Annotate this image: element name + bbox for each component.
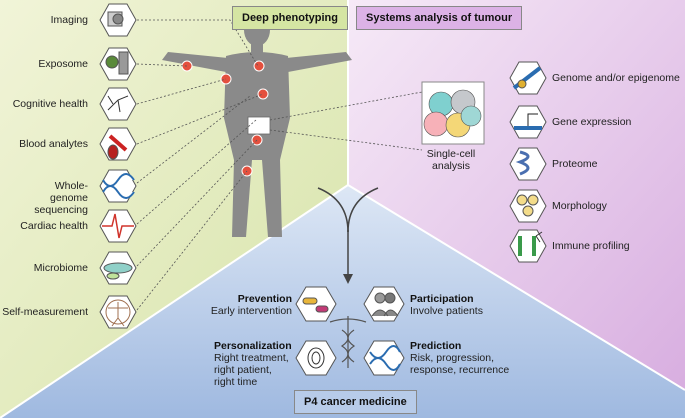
immune-profiling-icon <box>509 229 547 263</box>
left-icons <box>99 3 137 329</box>
people-icon <box>363 286 405 322</box>
vitruvian-icon <box>99 295 137 329</box>
participation-title: Participation <box>410 293 474 305</box>
prevention-title: Prevention <box>237 293 292 305</box>
single-cell-icon <box>421 81 485 145</box>
tumour-box <box>247 116 271 135</box>
caduceus-icon <box>329 316 367 368</box>
p4-icons <box>295 286 405 376</box>
exposome-icon <box>99 47 137 81</box>
systems-analysis-header: Systems analysis of tumour <box>356 6 523 30</box>
prediction-title: Prediction <box>410 340 462 352</box>
genome-icon <box>509 61 547 95</box>
pills-icon <box>295 286 337 322</box>
blood-tube-icon <box>99 127 137 161</box>
p4-panel <box>0 185 685 418</box>
immune-profiling-label: Immune profiling <box>552 240 630 252</box>
imaging-icon <box>99 3 137 37</box>
personalization-desc: Right treatment, right patient, right ti… <box>214 352 289 388</box>
blood-analytes-label: Blood analytes <box>19 138 88 150</box>
prediction-desc: Risk, progression, response, recurrence <box>410 352 510 376</box>
exposome-label: Exposome <box>38 58 88 70</box>
prevention-desc: Early intervention <box>210 305 292 317</box>
p4-header: P4 cancer medicine <box>294 390 417 414</box>
morphology-label: Morphology <box>552 200 607 212</box>
right-icons <box>509 61 547 263</box>
prediction-block: Prediction Risk, progression, response, … <box>410 340 510 376</box>
cardiac-health-label: Cardiac health <box>20 220 88 232</box>
imaging-label: Imaging <box>50 14 88 26</box>
connector-lines <box>136 19 423 311</box>
whole-genome-label: Whole-genome sequencing <box>34 180 88 216</box>
prediction-dna-icon <box>363 340 405 376</box>
genome-label: Genome and/or epigenome <box>552 72 680 84</box>
participation-block: Participation Involve patients <box>410 293 483 317</box>
proteome-label: Proteome <box>552 158 598 170</box>
gene-expression-icon <box>509 105 547 139</box>
proteome-icon <box>509 147 547 181</box>
convergence-arrow <box>317 187 379 276</box>
dna-icon <box>99 169 137 203</box>
morphology-icon <box>509 189 547 223</box>
microbiome-icon <box>99 251 137 285</box>
fingerprint-icon <box>295 340 337 376</box>
gene-expression-label: Gene expression <box>552 116 632 128</box>
personalization-title: Personalization <box>214 340 292 352</box>
brain-neuron-icon <box>99 87 137 121</box>
prevention-block: Prevention Early intervention <box>200 293 292 317</box>
ecg-icon <box>99 209 137 243</box>
participation-desc: Involve patients <box>410 305 483 317</box>
deep-phenotyping-header: Deep phenotyping <box>232 6 348 30</box>
cognitive-health-label: Cognitive health <box>12 98 88 110</box>
body-markers <box>181 60 269 177</box>
personalization-block: Personalization Right treatment, right p… <box>214 340 294 388</box>
single-cell-label: Single-cell analysis <box>426 148 476 172</box>
self-measurement-label: Self-measurement <box>2 306 88 318</box>
microbiome-label: Microbiome <box>33 262 88 274</box>
